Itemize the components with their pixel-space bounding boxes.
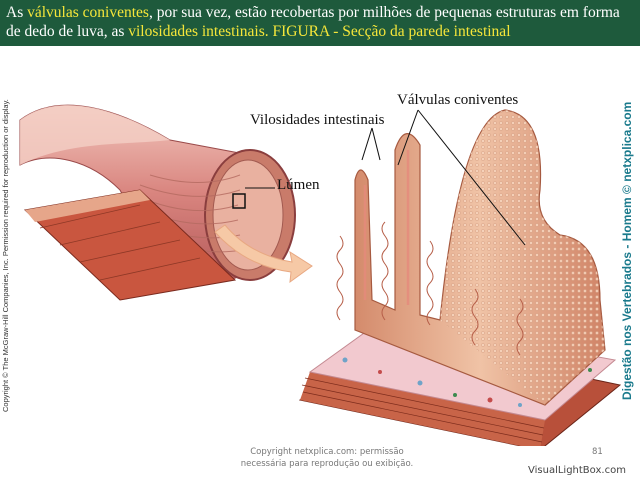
detail-box — [232, 193, 246, 209]
wall-section — [298, 109, 622, 446]
label-pointers — [361, 109, 526, 246]
copyright-vertical: Copyright © The McGraw-Hill Companies, I… — [1, 99, 10, 412]
header-banner: As válvulas coniventes, por sua vez, est… — [0, 0, 640, 46]
villi — [336, 221, 524, 356]
label-valvulas-coniventes: Válvulas coniventes — [397, 92, 519, 108]
intestinal-wall-illustration — [19, 104, 622, 446]
watermark: VisualLightBox.com — [528, 465, 626, 476]
header-text: As válvulas coniventes, por sua vez, est… — [6, 3, 636, 41]
label-lumen: Lúmen — [277, 177, 320, 193]
header-part2: , por sua vez, estão recobertas por milh… — [6, 4, 620, 40]
header-part1: As — [6, 4, 28, 21]
header-highlight-valvulas: válvulas coniventes — [27, 4, 149, 21]
label-vilosidades-intestinais: Vilosidades intestinais — [250, 112, 385, 128]
footer-note: Copyright netxplica.com: permissão neces… — [240, 447, 414, 469]
intestine-tube — [19, 104, 296, 301]
page-number: 81 — [592, 447, 603, 457]
header-highlight-vilosidades: vilosidades intestinais. FIGURA - Secção… — [128, 23, 511, 40]
side-caption: Digestão nos Vertebrados - Homem © netxp… — [620, 101, 634, 400]
magnification-arrow — [214, 224, 313, 284]
